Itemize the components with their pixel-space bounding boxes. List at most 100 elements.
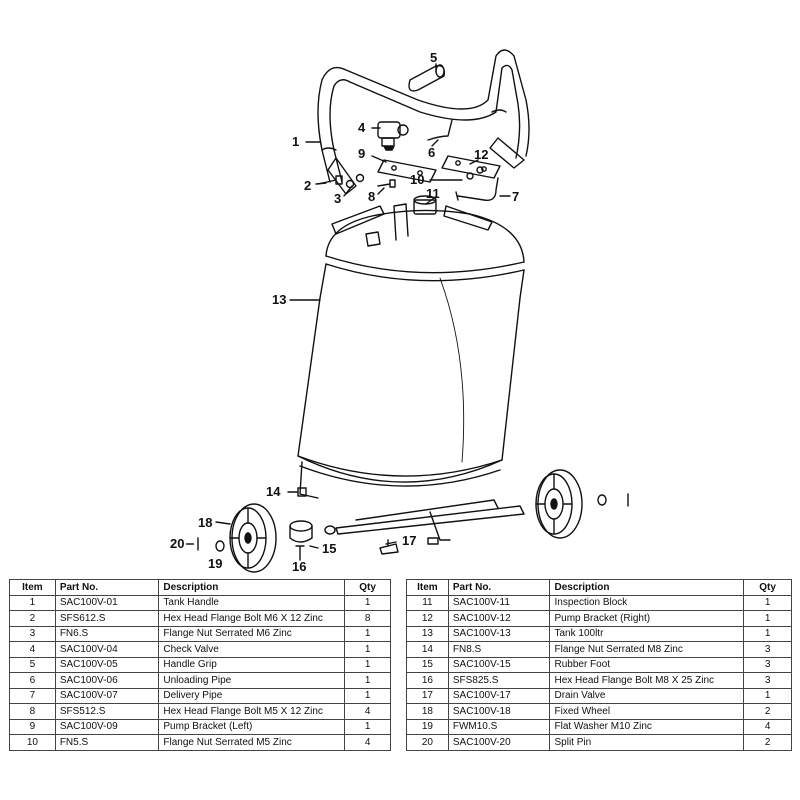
cell-part-no: SAC100V-07 [54, 687, 160, 704]
cell-qty: 1 [743, 625, 792, 642]
cell-item: 11 [406, 594, 449, 611]
cell-part-no: SAC100V-09 [54, 718, 160, 735]
cell-item: 10 [9, 734, 56, 751]
cell-description: Handle Grip [158, 656, 346, 673]
cell-description: Hex Head Flange Bolt M6 X 12 Zinc [158, 610, 346, 627]
cell-qty: 4 [344, 734, 391, 751]
cell-item: 7 [9, 687, 56, 704]
header-qty: Qty [344, 579, 391, 596]
cell-item: 3 [9, 625, 56, 642]
cell-item: 17 [406, 687, 449, 704]
cell-qty: 1 [344, 641, 391, 658]
cell-qty: 3 [743, 672, 792, 689]
pump-bracket-left [377, 159, 437, 183]
callout-label: 15 [322, 541, 336, 556]
cell-description: Split Pin [549, 734, 745, 751]
cell-part-no: SAC100V-15 [447, 656, 551, 673]
cell-qty: 3 [743, 656, 792, 673]
cell-part-no: SAC100V-13 [447, 625, 551, 642]
cell-qty: 3 [743, 641, 792, 658]
cell-qty: 1 [743, 610, 792, 627]
callout-label: 7 [512, 189, 519, 204]
cell-description: Rubber Foot [549, 656, 745, 673]
cell-qty: 1 [344, 718, 391, 735]
cell-item: 1 [9, 594, 56, 611]
callout-leaders [215, 63, 511, 549]
cell-item: 18 [406, 703, 449, 720]
header-qty: Qty [743, 579, 792, 596]
cell-item: 14 [406, 641, 449, 658]
cell-part-no: FN8.S [447, 641, 551, 658]
pump-bracket-right [441, 155, 501, 179]
cell-part-no: SAC100V-06 [54, 672, 160, 689]
callout-label: 17 [402, 533, 416, 548]
split-pin [197, 493, 629, 551]
delivery-pipe [455, 177, 499, 201]
callout-label: 19 [208, 556, 222, 571]
cell-part-no: SFS612.S [54, 610, 160, 627]
check-valve [377, 121, 409, 151]
cell-qty: 1 [344, 625, 391, 642]
cell-qty: 1 [344, 672, 391, 689]
tank [297, 203, 525, 487]
callout-label: 3 [334, 191, 341, 206]
cell-part-no: SAC100V-17 [447, 687, 551, 704]
cell-description: Flange Nut Serrated M6 Zinc [158, 625, 346, 642]
callout-label: 10 [410, 172, 424, 187]
cell-description: Flange Nut Serrated M8 Zinc [549, 641, 745, 658]
callout-label: 1 [292, 134, 299, 149]
cell-part-no: SAC100V-18 [447, 703, 551, 720]
cell-qty: 4 [344, 703, 391, 720]
flat-washer [215, 494, 607, 552]
callout-label: 11 [426, 186, 440, 201]
header-part-no: Part No. [54, 579, 160, 596]
cell-item: 13 [406, 625, 449, 642]
unloading-pipe [427, 119, 453, 141]
cell-qty: 8 [344, 610, 391, 627]
cell-description: Unloading Pipe [158, 672, 346, 689]
cell-item: 19 [406, 718, 449, 735]
cell-part-no: SAC100V-01 [54, 594, 160, 611]
callout-label: 8 [368, 189, 375, 204]
cell-qty: 2 [743, 703, 792, 720]
cell-item: 6 [9, 672, 56, 689]
table-header-row: Item Part No. Description Qty [406, 579, 792, 596]
fixed-wheel-left [229, 503, 277, 573]
callout-label: 14 [266, 484, 281, 499]
header-description: Description [549, 579, 745, 596]
cell-description: Fixed Wheel [549, 703, 745, 720]
cell-description: Check Valve [158, 641, 346, 658]
flange-bolt-m5 [377, 179, 396, 188]
cell-qty: 1 [344, 656, 391, 673]
cell-part-no: FWM10.S [447, 718, 551, 735]
header-item: Item [9, 579, 56, 596]
callout-label: 2 [304, 178, 311, 193]
cell-item: 8 [9, 703, 56, 720]
cell-item: 16 [406, 672, 449, 689]
cell-item: 9 [9, 718, 56, 735]
cell-description: Delivery Pipe [158, 687, 346, 704]
cell-description: Pump Bracket (Right) [549, 610, 745, 627]
header-item: Item [406, 579, 449, 596]
inspection-block [413, 195, 437, 215]
callout-label: 6 [428, 145, 435, 160]
flange-nut-m5 [466, 166, 484, 180]
tank-base-stand [299, 461, 525, 545]
fixed-wheel-right [535, 469, 583, 539]
